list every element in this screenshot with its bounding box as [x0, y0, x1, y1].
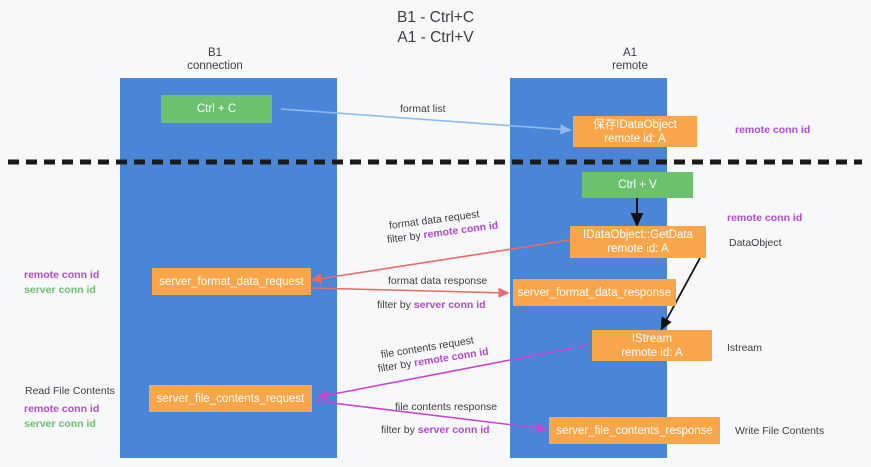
annotation-remote-conn-id-top-text: remote conn id	[735, 124, 811, 136]
node-istream[interactable]: IStream remote id: A	[592, 330, 712, 361]
node-save-idataobject[interactable]: 保存IDataObject remote id: A	[573, 116, 697, 147]
filter-by-text-4: filter by	[381, 424, 418, 436]
node-getdata-line2: remote id: A	[607, 243, 669, 255]
node-server-file-contents-request[interactable]: server_file_contents_request	[149, 385, 312, 412]
node-idataobject-getdata[interactable]: IDataObject::GetData remote id: A	[570, 226, 706, 258]
node-istream-line2: remote id: A	[621, 346, 683, 359]
lane-header-b1: B1 connection	[145, 47, 285, 73]
node-file-req-label: server_file_contents_request	[156, 392, 305, 405]
node-save-idataobject-line2: remote id: A	[604, 132, 666, 145]
annotation-read-file-contents-text: Read File Contents	[25, 385, 115, 397]
annotation-write-file-contents: Write File Contents	[735, 424, 824, 439]
annotation-remote-conn-id-mid: remote conn id	[727, 211, 802, 226]
filter-key-server-conn-id-1: server conn id	[413, 299, 486, 311]
node-file-resp-label: server_file_contents_response	[556, 424, 713, 437]
edge-label-format-list: format list	[400, 103, 446, 115]
annotation-left-conn-ids-bot: remote conn id server conn id	[24, 402, 99, 432]
lane-a1-sub: remote	[612, 60, 648, 72]
node-ctrl-c[interactable]: Ctrl + C	[161, 95, 272, 123]
lane-header-a1: A1 remote	[560, 47, 700, 73]
filter-key-server-conn-id-2: server conn id	[417, 424, 490, 436]
annotation-left-remote-conn-id-mid: remote conn id	[24, 269, 100, 281]
edge-label-format-data-response: format data response	[388, 275, 488, 287]
annotation-left-server-conn-id-mid: server conn id	[24, 284, 96, 296]
lane-b1-sub: connection	[187, 60, 243, 72]
annotation-remote-conn-id-mid-text: remote conn id	[727, 212, 803, 224]
annotation-left-remote-conn-id-bot: remote conn id	[24, 403, 100, 415]
annotation-istream-text: Istream	[727, 342, 763, 354]
node-server-format-data-response[interactable]: server_format_data_response	[513, 279, 676, 306]
page-title: B1 - Ctrl+C A1 - Ctrl+V	[0, 8, 871, 48]
edge-label-format-data-response-filter: filter by server conn id	[377, 298, 486, 312]
annotation-left-conn-ids-mid: remote conn id server conn id	[24, 268, 99, 298]
filter-by-text-2: filter by	[377, 299, 414, 311]
annotation-dataobject-text: DataObject	[729, 237, 782, 249]
title-line-2: A1 - Ctrl+V	[397, 29, 474, 46]
node-fmt-req-label: server_format_data_request	[159, 275, 304, 288]
node-server-file-contents-response[interactable]: server_file_contents_response	[549, 417, 720, 444]
filter-by-text-1: filter by	[386, 229, 425, 247]
annotation-dataobject: DataObject	[729, 236, 782, 251]
node-server-format-data-request[interactable]: server_format_data_request	[152, 268, 311, 295]
annotation-read-file-contents: Read File Contents	[25, 384, 115, 399]
lane-b1-name: B1	[207, 47, 223, 59]
lane-a1-name: A1	[622, 47, 638, 59]
node-fmt-resp-label: server_format_data_response	[517, 286, 672, 299]
annotation-istream: Istream	[727, 341, 762, 356]
node-ctrl-v[interactable]: Ctrl + V	[582, 172, 693, 198]
node-save-idataobject-line1: 保存IDataObject	[593, 118, 677, 131]
edge-label-file-contents-response: file contents response	[395, 401, 498, 413]
node-istream-line1: IStream	[631, 332, 673, 345]
arrow-format-data-response	[311, 287, 510, 298]
title-line-1: B1 - Ctrl+C	[396, 9, 475, 26]
annotation-write-file-contents-text: Write File Contents	[735, 425, 825, 437]
node-getdata-line1: IDataObject::GetData	[583, 229, 693, 241]
annotation-left-server-conn-id-bot: server conn id	[24, 418, 96, 430]
edge-label-file-contents-response-filter: filter by server conn id	[381, 423, 490, 437]
node-ctrl-c-label: Ctrl + C	[196, 103, 237, 115]
node-ctrl-v-label: Ctrl + V	[618, 179, 657, 191]
annotation-remote-conn-id-top: remote conn id	[735, 123, 810, 138]
